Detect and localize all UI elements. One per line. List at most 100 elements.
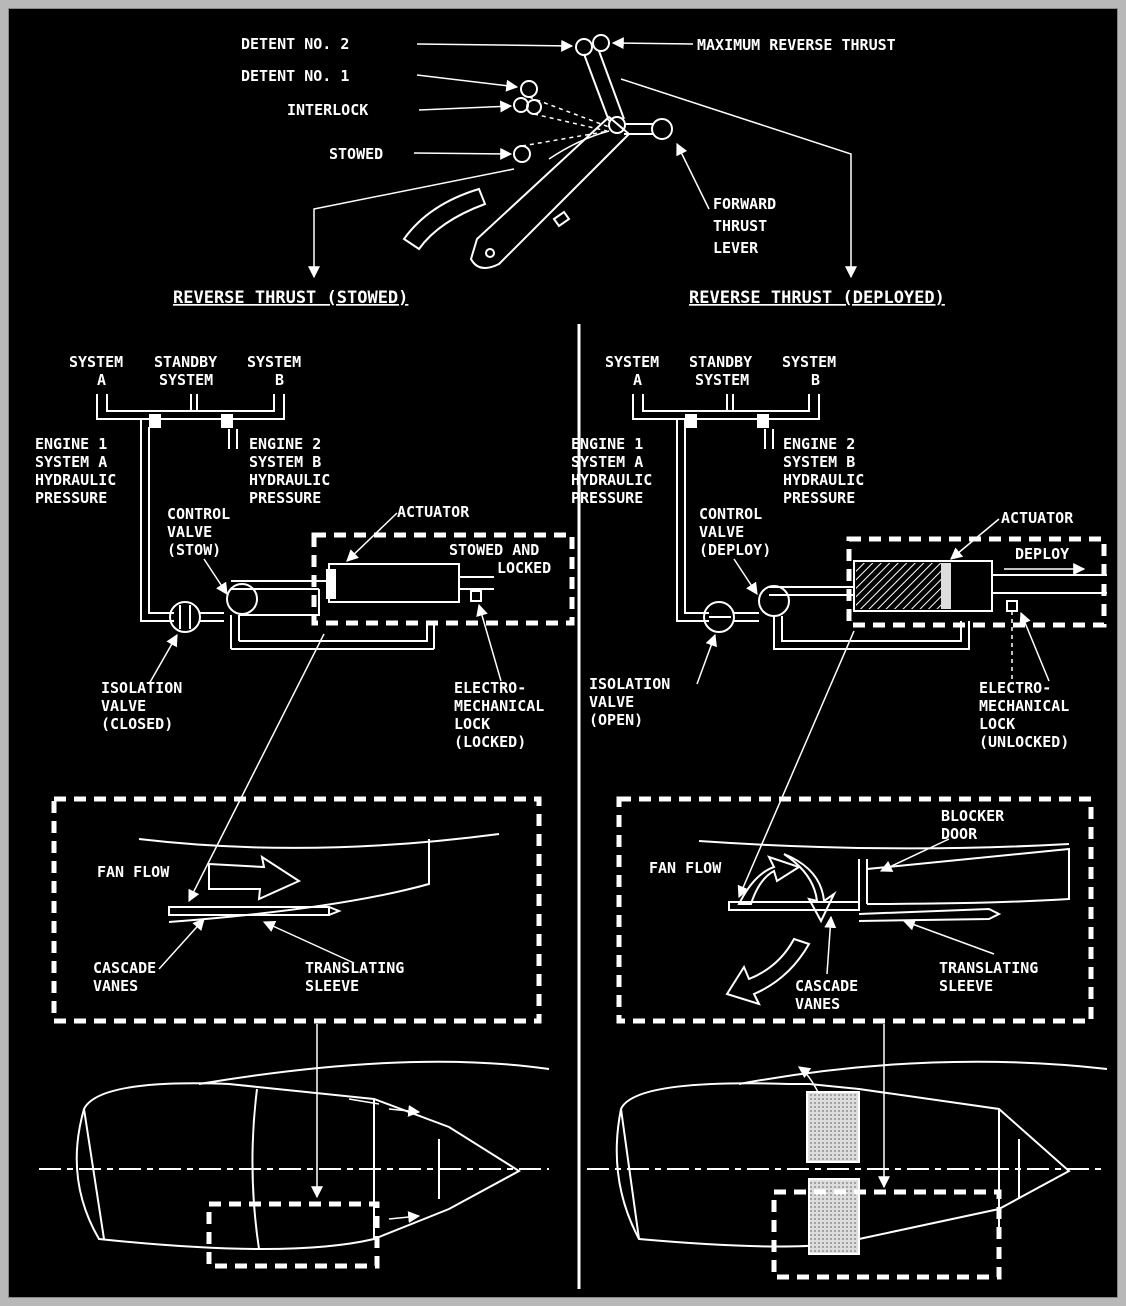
right-deploy-label: DEPLOY xyxy=(1015,545,1069,563)
left-em-lock-1: ELECTRO- xyxy=(454,679,526,697)
left-actuator-rod xyxy=(459,577,494,589)
right-isolation-arrow xyxy=(697,635,715,684)
lever-travel-dashes xyxy=(522,97,609,146)
left-engine-nacelle xyxy=(77,1062,549,1249)
left-isolation-valve-bars xyxy=(180,605,190,629)
left-standby-1: STANDBY xyxy=(154,353,217,371)
left-isolation-2: VALVE xyxy=(101,697,146,715)
thrust-lever-assembly: DETENT NO. 2 DETENT NO. 1 INTERLOCK STOW… xyxy=(173,35,945,308)
right-fan-duct xyxy=(867,849,1069,904)
left-engine1-1: ENGINE 1 xyxy=(35,435,107,453)
left-standby-2: SYSTEM xyxy=(159,371,213,389)
left-fan-flow-label: FAN FLOW xyxy=(97,863,170,881)
stowed-label: STOWED xyxy=(329,145,383,163)
deployed-title: REVERSE THRUST (DEPLOYED) xyxy=(689,288,945,308)
right-isolation-1: ISOLATION xyxy=(589,675,670,693)
lever-pivot xyxy=(486,249,494,257)
left-isolation-3: (CLOSED) xyxy=(101,715,173,733)
forward-lever-label-1: FORWARD xyxy=(713,195,776,213)
left-system-a-2: A xyxy=(97,371,106,389)
left-sleeve-arrow xyxy=(264,922,354,963)
left-em-lock-4: (LOCKED) xyxy=(454,733,526,751)
forward-lever-label-3: LEVER xyxy=(713,239,759,257)
right-sleeve-box xyxy=(774,1192,999,1277)
left-engine1-2: SYSTEM A xyxy=(35,453,107,471)
right-exhaust-cone xyxy=(999,1109,1019,1239)
left-engine2-1: ENGINE 2 xyxy=(249,435,321,453)
left-control-valve-arrow xyxy=(204,559,227,594)
left-engine1-3: HYDRAULIC xyxy=(35,471,116,489)
interlock-arrow xyxy=(419,106,511,110)
max-reverse-arrow xyxy=(613,43,693,44)
left-stowed-locked-2: LOCKED xyxy=(497,559,551,577)
left-em-lock-2: MECHANICAL xyxy=(454,697,544,715)
left-isolation-arrow xyxy=(149,635,177,684)
right-actuator-head xyxy=(941,563,951,609)
diagram-frame: DETENT NO. 2 DETENT NO. 1 INTERLOCK STOW… xyxy=(8,8,1118,1298)
forward-lever-label-2: THRUST xyxy=(713,217,767,235)
detent1-arrow xyxy=(417,75,517,87)
reverse-lever-link xyxy=(584,51,624,121)
left-engine2-line xyxy=(229,429,237,449)
lever-tab xyxy=(554,212,569,226)
left-control-valve-3: (STOW) xyxy=(167,541,221,559)
left-engine2-4: PRESSURE xyxy=(249,489,321,507)
detent2-label: DETENT NO. 2 xyxy=(241,35,349,53)
right-system-b-2: B xyxy=(811,371,820,389)
to-stowed-arrow xyxy=(314,169,514,277)
left-em-lock-arrow xyxy=(479,605,501,681)
right-engine1-2: SYSTEM A xyxy=(571,453,643,471)
right-fan-flow-label: FAN FLOW xyxy=(649,859,722,877)
right-supply-manifold xyxy=(633,394,819,419)
right-system-a-1: SYSTEM xyxy=(605,353,659,371)
right-engine2-2: SYSTEM B xyxy=(783,453,855,471)
left-supply-manifold xyxy=(97,394,284,419)
detent1-label: DETENT NO. 1 xyxy=(241,67,349,85)
left-cascade-arrow xyxy=(159,919,204,969)
right-system-a-2: A xyxy=(633,371,642,389)
stowed-arrow xyxy=(414,153,511,154)
left-system-b-1: SYSTEM xyxy=(247,353,301,371)
right-engine2-4: PRESSURE xyxy=(783,489,855,507)
forward-lever-arrow xyxy=(677,144,709,209)
left-sleeve-label-2: SLEEVE xyxy=(305,977,359,995)
right-shuttle-b xyxy=(757,414,769,428)
right-cascade-arrow xyxy=(827,917,831,974)
stowed-panel: SYSTEM A STANDBY SYSTEM SYSTEM B ENGINE … xyxy=(35,353,572,1266)
left-nacelle-outline xyxy=(77,1083,519,1249)
left-airflow-bottom xyxy=(389,1216,419,1219)
left-cascade-label-2: VANES xyxy=(93,977,138,995)
left-isolation-1: ISOLATION xyxy=(101,679,182,697)
left-isolation-valve xyxy=(170,602,200,632)
right-sleeve-arrow xyxy=(904,921,994,954)
reverse-thrust-diagram: DETENT NO. 2 DETENT NO. 1 INTERLOCK STOW… xyxy=(9,9,1119,1299)
left-control-valve-2: VALVE xyxy=(167,523,212,541)
right-engine1-3: HYDRAULIC xyxy=(571,471,652,489)
right-engine2-1: ENGINE 2 xyxy=(783,435,855,453)
max-reverse-knob xyxy=(593,35,609,51)
right-cascade-label-2: VANES xyxy=(795,995,840,1013)
left-actuator-to-cascade xyxy=(189,634,324,901)
right-actuator-label: ACTUATOR xyxy=(1001,509,1074,527)
right-control-valve-arrow xyxy=(734,559,757,594)
right-em-lock-2: MECHANICAL xyxy=(979,697,1069,715)
right-actuator-rod xyxy=(992,575,1107,593)
right-actuator-to-cascade xyxy=(739,631,854,897)
left-control-valve-1: CONTROL xyxy=(167,505,230,523)
interlock-knob xyxy=(514,98,528,112)
interlock-label: INTERLOCK xyxy=(287,101,368,119)
right-blocker-arrow xyxy=(881,839,949,871)
left-em-lock-3: LOCK xyxy=(454,715,490,733)
right-cascade-upper xyxy=(807,1092,859,1162)
max-reverse-label: MAXIMUM REVERSE THRUST xyxy=(697,36,896,54)
right-blocker-label-1: BLOCKER xyxy=(941,807,1005,825)
right-shuttle-a xyxy=(685,414,697,428)
right-system-b-1: SYSTEM xyxy=(782,353,836,371)
right-blocker-door xyxy=(859,859,867,904)
stowed-title: REVERSE THRUST (STOWED) xyxy=(173,288,408,308)
right-standby-1: STANDBY xyxy=(689,353,752,371)
right-wing-line xyxy=(739,1062,1107,1084)
left-engine1-4: PRESSURE xyxy=(35,489,107,507)
right-sleeve-label-1: TRANSLATING xyxy=(939,959,1038,977)
right-translating-sleeve xyxy=(859,909,999,921)
